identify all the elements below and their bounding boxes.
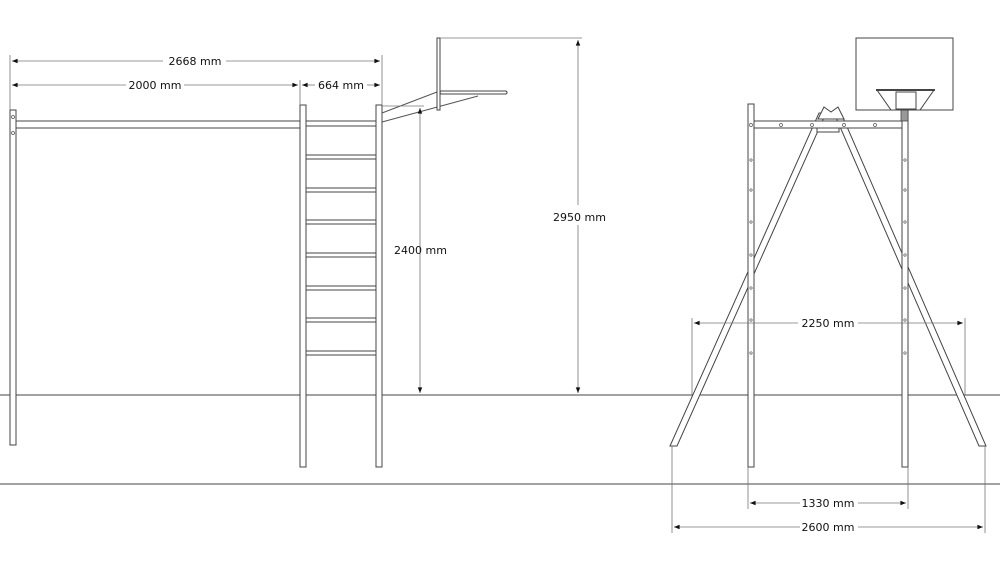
front-top-bar — [753, 120, 909, 129]
top-bar-ladder — [305, 120, 377, 127]
a-frame-brace — [816, 127, 840, 133]
front-post-right — [901, 103, 909, 468]
dim-total-height: 2950 mm — [553, 211, 606, 224]
end-post — [9, 109, 17, 446]
front-post-left — [747, 103, 755, 468]
rim-side — [439, 90, 508, 95]
hoop-mount — [900, 109, 909, 122]
dim-bar-length: 2000 mm — [129, 79, 182, 92]
dim-post-spacing: 1330 mm — [802, 497, 855, 510]
dim-base-width: 2600 mm — [802, 521, 855, 534]
dim-total-length: 2668 mm — [169, 55, 222, 68]
side-view — [9, 37, 508, 468]
ladder-post-right — [375, 104, 383, 468]
hoop-arm-lower — [381, 95, 479, 123]
dim-frame-spread: 2250 mm — [802, 317, 855, 330]
ladder-rungs — [305, 154, 377, 356]
hoop-arm-upper — [381, 91, 438, 114]
ladder-post-left — [299, 104, 307, 468]
backboard-side — [436, 37, 441, 111]
a-frame-leg-right — [833, 112, 987, 447]
dim-ladder-width: 664 mm — [318, 79, 364, 92]
dim-ladder-height: 2400 mm — [394, 244, 447, 257]
front-view — [669, 37, 987, 468]
horizontal-bar — [15, 120, 301, 129]
a-frame-top-bracket — [817, 106, 845, 120]
